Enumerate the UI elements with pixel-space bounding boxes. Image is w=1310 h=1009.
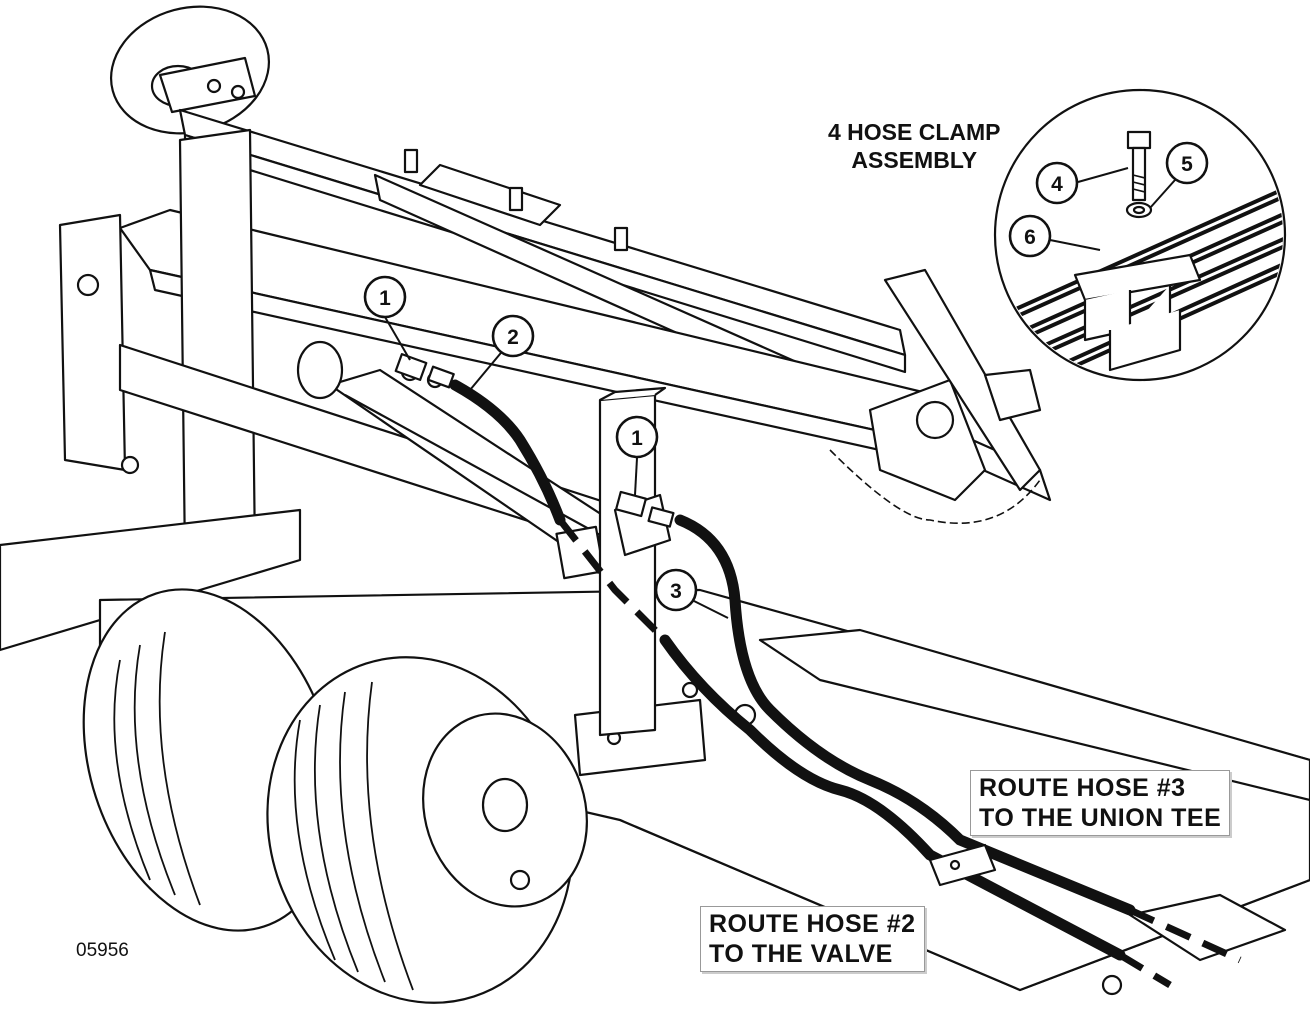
callout-5: 5: [1165, 141, 1209, 185]
callout-number: 5: [1181, 153, 1193, 176]
callout-number: 3: [670, 580, 682, 603]
route-hose-2-line1: ROUTE HOSE #2: [709, 910, 916, 938]
route-hose-3-line2: TO THE UNION TEE: [979, 804, 1222, 832]
clamp-assembly-title-line1: 4 HOSE CLAMP: [828, 119, 1001, 145]
route-hose-2-note: ROUTE HOSE #2 TO THE VALVE: [700, 906, 925, 972]
callout-number: 1: [379, 287, 391, 310]
callout-number: 2: [507, 326, 519, 349]
callout-2: 2: [491, 314, 535, 358]
route-hose-3-note: ROUTE HOSE #3 TO THE UNION TEE: [970, 770, 1231, 836]
upright-post: [598, 386, 672, 737]
figure-code: 05956: [76, 940, 129, 961]
route-hose-2-line2: TO THE VALVE: [709, 940, 893, 968]
clamp-assembly-title-line2: ASSEMBLY: [851, 147, 978, 173]
route-hose-3-line1: ROUTE HOSE #3: [979, 774, 1186, 802]
callout-number: 6: [1024, 226, 1036, 249]
callout-6: 6: [1008, 214, 1052, 258]
hose-clamp: [928, 843, 997, 887]
safety-chain: [829, 449, 1041, 524]
clamp-detail-view: [993, 88, 1287, 382]
main-arm: [118, 208, 1042, 502]
callout-3: 3: [654, 568, 698, 612]
clamp-assembly-title: 4 HOSE CLAMP ASSEMBLY: [828, 118, 1001, 174]
disc-wheel-top: [109, 5, 271, 135]
hose-3: [674, 514, 1242, 964]
hose-2: [449, 379, 1172, 989]
callout-1-upper: 1: [363, 275, 407, 319]
callout-leaders: [384, 167, 1176, 619]
tire-front: [266, 656, 588, 1004]
callout-4: 4: [1035, 161, 1079, 205]
lock-nut: [1125, 201, 1153, 219]
bolt: [1126, 130, 1152, 202]
elbow-fitting-upper: [394, 352, 455, 389]
callout-number: 4: [1051, 173, 1063, 196]
callout-number: 1: [631, 427, 643, 450]
elbow-fitting-lower: [615, 490, 675, 528]
callout-1-lower: 1: [615, 415, 659, 459]
